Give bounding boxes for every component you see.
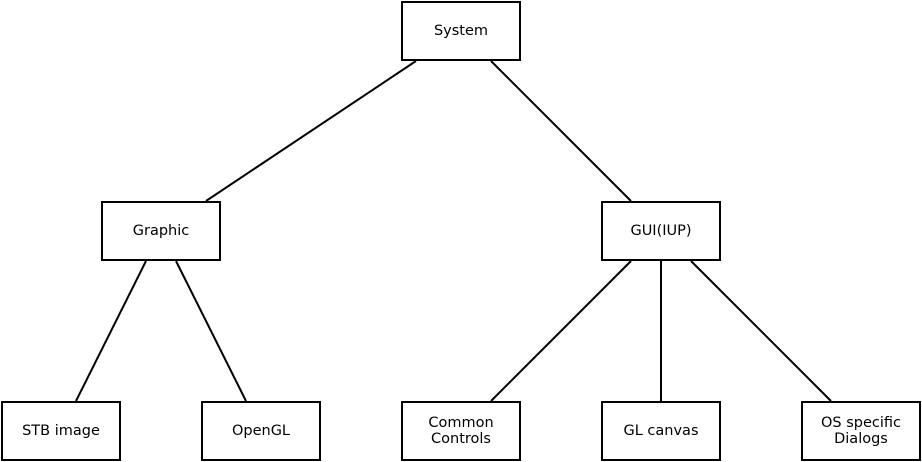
edge-system-graphic [205, 60, 417, 202]
edge-gui-common-controls [490, 260, 632, 402]
edge-graphic-stb-image [75, 260, 147, 402]
node-os-specific-dialogs-label: OS specific Dialogs [820, 415, 901, 447]
node-graphic: Graphic [101, 201, 221, 261]
node-gui-iup: GUI(IUP) [601, 201, 721, 261]
node-opengl-label: OpenGL [231, 423, 291, 439]
edge-graphic-opengl [175, 260, 247, 402]
node-gl-canvas: GL canvas [601, 401, 721, 461]
node-gl-canvas-label: GL canvas [623, 423, 699, 439]
node-gui-iup-label: GUI(IUP) [630, 223, 692, 239]
node-opengl: OpenGL [201, 401, 321, 461]
node-common-controls: Common Controls [401, 401, 521, 461]
node-stb-image: STB image [1, 401, 121, 461]
node-system-label: System [433, 23, 489, 39]
edge-system-gui [490, 60, 632, 202]
node-common-controls-label: Common Controls [428, 415, 494, 447]
node-stb-image-label: STB image [22, 423, 100, 439]
edge-gui-os-dialogs [690, 260, 832, 402]
node-graphic-label: Graphic [132, 223, 190, 239]
node-system: System [401, 1, 521, 61]
node-os-specific-dialogs: OS specific Dialogs [801, 401, 921, 461]
